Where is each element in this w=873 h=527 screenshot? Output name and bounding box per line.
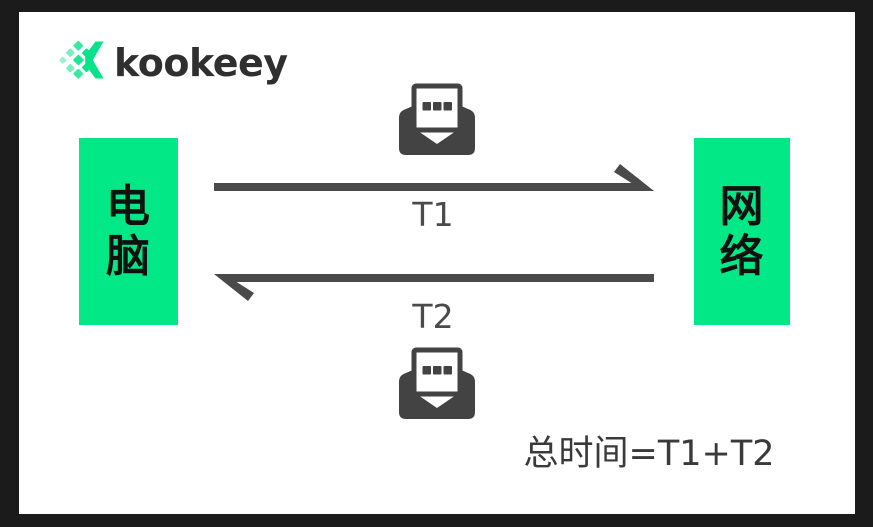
arrow-return-t2 xyxy=(214,274,654,301)
node-client-char-1: 电 xyxy=(106,181,151,233)
node-client: 电 脑 xyxy=(79,138,178,325)
arrow-forward-t1 xyxy=(214,164,654,191)
node-network-char-2: 络 xyxy=(719,230,765,282)
node-network: 网 络 xyxy=(694,138,790,325)
node-network-char-1: 网 xyxy=(719,181,765,233)
kookeey-logo-mark-icon xyxy=(59,40,105,85)
arrow-label-t1: T1 xyxy=(412,195,454,234)
brand-logo: kookeey xyxy=(59,40,288,85)
envelope-open-icon-outbound xyxy=(395,78,479,167)
diagram-canvas: kookeey 电 脑 网 络 T1 T2 xyxy=(19,12,855,514)
total-time-formula: 总时间=T1+T2 xyxy=(523,434,775,474)
arrow-label-t2: T2 xyxy=(412,297,454,336)
brand-wordmark: kookeey xyxy=(114,40,288,85)
node-client-char-2: 脑 xyxy=(106,230,151,282)
envelope-open-icon-inbound xyxy=(395,342,479,431)
